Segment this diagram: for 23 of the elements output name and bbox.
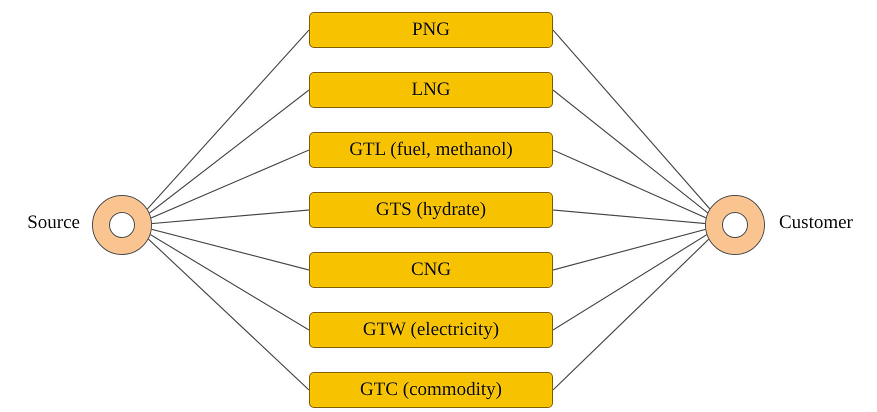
- process-box: GTS (hydrate): [309, 192, 553, 228]
- connector-line: [552, 90, 708, 214]
- connector-line: [552, 30, 710, 210]
- connector-line: [149, 90, 310, 214]
- connector-line: [552, 234, 707, 331]
- connector-line: [146, 30, 310, 210]
- process-box: CNG: [309, 252, 553, 288]
- process-box: GTL (fuel, methanol): [309, 132, 553, 168]
- connector-line: [148, 238, 310, 390]
- process-box: PNG: [309, 12, 553, 48]
- connector-line: [552, 238, 710, 390]
- connector-line: [152, 209, 310, 224]
- process-box: LNG: [309, 72, 553, 108]
- connector-line: [552, 209, 706, 224]
- node-label: Source: [27, 212, 80, 234]
- connector-line: [150, 234, 310, 331]
- process-box: GTC (commodity): [309, 372, 553, 408]
- node-label: Customer: [779, 212, 853, 234]
- process-box: GTW (electricity): [309, 312, 553, 348]
- connector-line: [150, 149, 310, 218]
- connector-line: [152, 228, 310, 271]
- connector-line: [552, 149, 706, 218]
- connector-line: [552, 228, 706, 271]
